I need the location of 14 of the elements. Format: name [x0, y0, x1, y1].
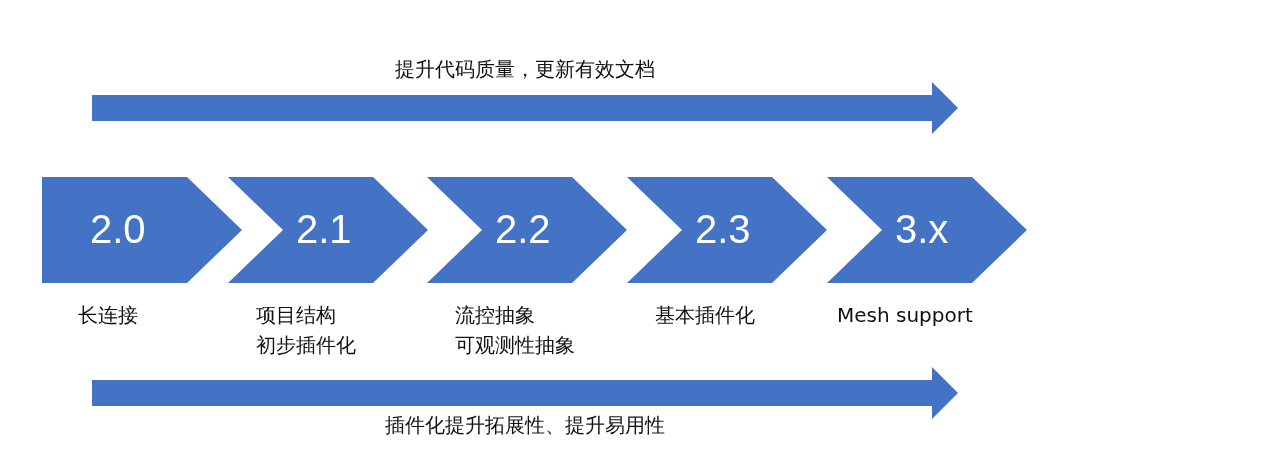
stage-description: 项目结构	[256, 302, 336, 329]
stage-description: Mesh support	[837, 302, 973, 329]
stage-description: 基本插件化	[655, 302, 755, 329]
version-number: 2.0	[90, 207, 146, 252]
version-number: 2.1	[296, 207, 352, 252]
stage-description: 可观测性抽象	[455, 332, 575, 359]
version-number: 2.2	[495, 207, 551, 252]
arrow-caption: 插件化提升拓展性、提升易用性	[385, 412, 665, 439]
version-number: 3.x	[895, 207, 949, 252]
stage-description: 长连接	[78, 302, 138, 329]
stage-description: 初步插件化	[256, 332, 356, 359]
arrow-caption: 提升代码质量，更新有效文档	[395, 56, 655, 83]
stage-description: 流控抽象	[455, 302, 535, 329]
version-number: 2.3	[695, 207, 751, 252]
